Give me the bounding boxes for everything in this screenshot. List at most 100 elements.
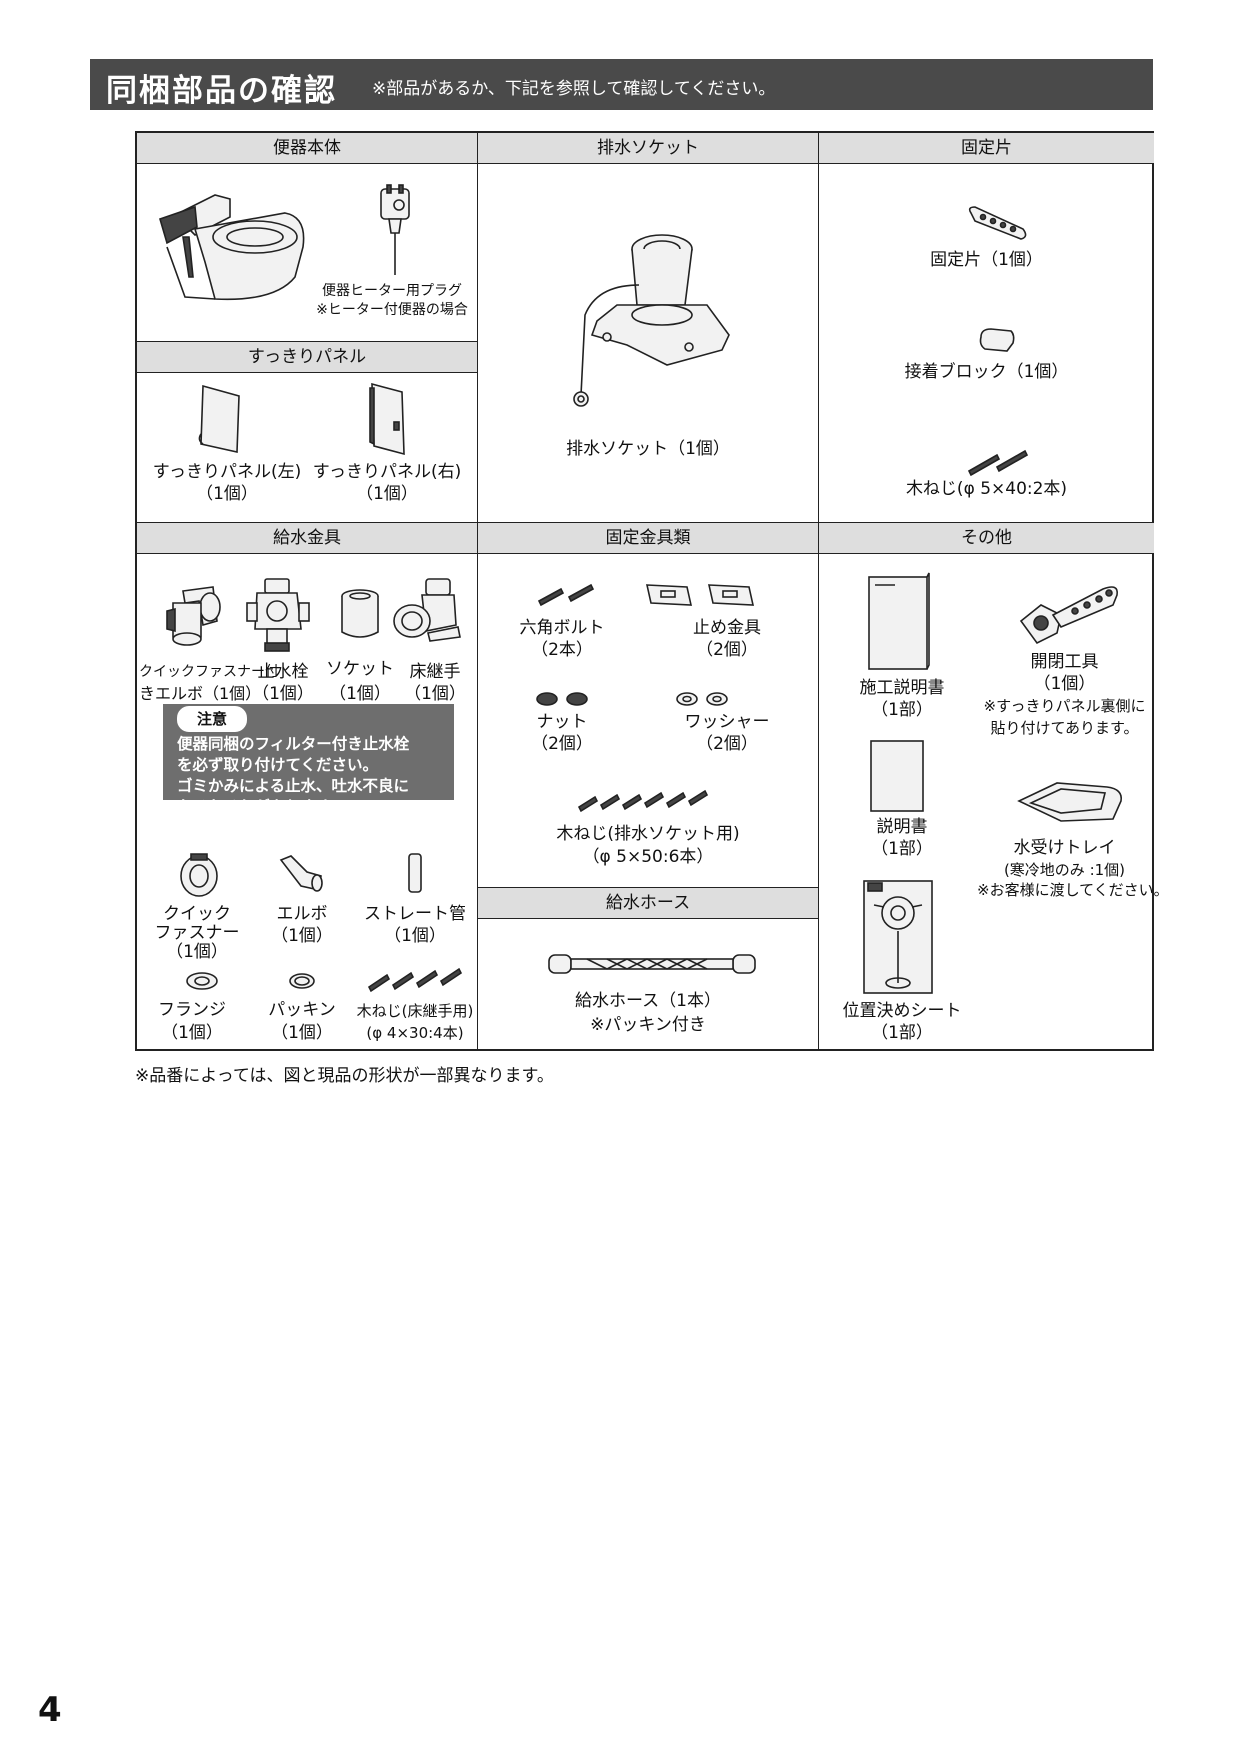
nut-qty: （2個） [531,734,593,754]
hex-bolt-label: 六角ボルト [519,618,605,638]
floor-joint-qty: （1個） [404,684,466,704]
panel-left-qty: （1個） [196,484,258,504]
page-subtitle: ※部品があるか、下記を参照して確認してください。 [372,79,776,99]
position-sheet-icon [863,880,933,994]
washers-icon [676,692,728,706]
washer-label: ワッシャー [684,712,770,732]
manual-icon [870,740,924,812]
adhesive-block-label: 接着ブロック（1個） [904,362,1069,382]
page-title: 同梱部品の確認 [106,73,337,109]
straight-pipe-icon [408,853,422,893]
nuts-icon [536,692,588,706]
drain-wood-screw-label: 木ねじ(排水ソケット用) [556,824,740,844]
hex-bolt-qty: （2本） [531,640,593,660]
caution-line: ゴミかみによる止水、吐水不良に [177,777,410,795]
parts-table: 便器本体 排水ソケット 固定片 すっきりパネル 給水金具 固定金具類 その他 給… [135,131,1169,1051]
grid-line [137,341,477,342]
elbow-icon [279,855,323,892]
panel-right-icon [369,382,405,456]
stop-brackets-icon [645,584,755,606]
quick-fastener-elbow-icon [166,586,221,646]
quick-fastener-qty: （1個） [166,942,228,962]
floor-wood-screw-qty: (φ 4×30:4本) [366,1024,464,1042]
drain-wood-screw-qty: （φ 5×50:6本） [582,847,714,867]
section-water-supply-fittings: 給水金具 [137,523,477,554]
heater-plug-label: 便器ヒーター用プラグ [322,283,462,299]
elbow-label: エルボ [276,904,328,924]
hex-bolts-icon [537,583,595,607]
socket-qty: （1個） [329,684,391,704]
floor-joint-icon [393,578,461,642]
caution-tag: 注意 [177,706,247,732]
nut-label: ナット [536,712,588,732]
grid-line [477,887,818,888]
hose-note: ※パッキン付き [590,1015,706,1035]
tray-qty: (寒冷地のみ :1個) [1003,861,1126,879]
manual-label: 説明書 [876,817,928,837]
panel-right-qty: （1個） [356,484,418,504]
toilet-body-illustration [159,194,305,301]
heater-plug-note: ※ヒーター付便器の場合 [316,302,468,318]
caution-text: 便器同梱のフィルター付き止水栓 を必ず取り付けてください。 ゴミかみによる止水、… [177,734,452,818]
tool-note-2: 貼り付けてあります。 [990,719,1139,737]
tool-note-1: ※すっきりパネル裏側に [983,697,1146,715]
packing-qty: （1個） [271,1023,333,1043]
flange-label: フランジ [158,1000,226,1020]
installation-manual-icon [868,572,930,670]
wood-screw-label: 木ねじ(φ 5×40:2本) [905,479,1068,499]
quick-fastener-label-1: クイック [163,904,231,924]
fixing-piece-icon [968,206,1027,240]
caution-line: を必ず取り付けてください。 [177,756,379,774]
stop-bracket-qty: （2個） [696,640,758,660]
flange-icon [186,972,218,990]
qf-elbow-label: クイックファスナー付 [139,664,279,680]
packing-label: パッキン [268,1000,336,1020]
quick-fastener-icon [180,853,218,897]
section-toilet-body: 便器本体 [137,133,477,164]
tray-note: ※お客様に渡してください。 [977,881,1169,899]
stop-valve-qty: （1個） [252,684,314,704]
grid-line [137,522,1154,523]
tool-qty: （1個） [1033,674,1096,694]
install-manual-qty: （1部） [871,700,933,720]
opening-tool-icon [1019,586,1119,645]
adhesive-block-icon [979,328,1015,352]
section-header: 同梱部品の確認 ※部品があるか、下記を参照して確認してください。 [90,59,1153,110]
position-sheet-qty: （1部） [871,1023,933,1043]
section-sukkiri-panel: すっきりパネル [137,342,477,373]
page-number: 4 [38,1690,62,1730]
straight-pipe-label: ストレート管 [364,904,466,924]
elbow-qty: （1個） [271,926,333,946]
quick-fastener-label-2: ファスナー [154,923,240,943]
caution-notice: 注意 便器同梱のフィルター付き止水栓 を必ず取り付けてください。 ゴミかみによる… [163,704,454,816]
socket-icon [341,589,379,638]
drip-tray-icon [1017,782,1123,822]
socket-label: ソケット [326,659,394,679]
grid-line [477,133,478,1049]
straight-pipe-qty: （1個） [384,926,446,946]
drain-socket-illustration [573,234,730,407]
panel-left-label: すっきりパネル(左) [152,462,302,482]
tool-label: 開閉工具 [1030,652,1099,672]
stop-valve-icon [246,578,310,652]
water-supply-hose-icon [548,954,756,974]
floor-wood-screws-icon [367,967,463,993]
section-fixing-hardware: 固定金具類 [478,523,818,554]
caution-line: なるおそれがあります。 [177,798,346,816]
panel-right-label: すっきりパネル(右) [312,462,462,482]
qf-elbow-qty: きエルボ（1個） [139,684,262,703]
position-sheet-label: 位置決めシート [842,1001,962,1021]
fixing-piece-label: 固定片（1個） [930,250,1043,270]
floor-wood-screw-label: 木ねじ(床継手用) [356,1002,474,1020]
footnote: ※品番によっては、図と現品の形状が一部異なります。 [135,1066,554,1086]
install-manual-label: 施工説明書 [859,678,945,698]
tray-label: 水受けトレイ [1013,838,1116,858]
washer-qty: （2個） [696,734,758,754]
heater-plug-icon [380,184,410,275]
hose-label: 給水ホース（1本） [575,991,721,1011]
wood-screws-icon [967,449,1029,477]
drain-wood-screws-icon [577,789,709,813]
stop-bracket-label: 止め金具 [693,618,761,638]
drain-socket-label: 排水ソケット（1個） [566,439,730,459]
section-water-supply-hose: 給水ホース [478,888,818,919]
